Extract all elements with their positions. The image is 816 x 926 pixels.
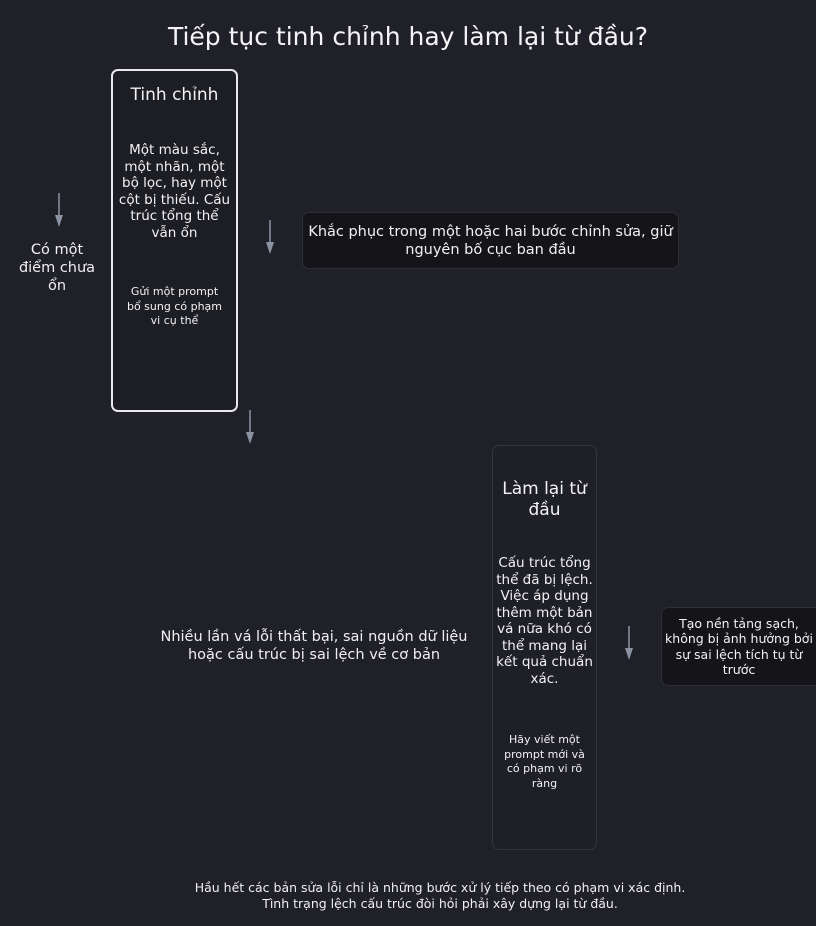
diagram-title: Tiếp tục tinh chỉnh hay làm lại từ đầu? xyxy=(167,22,649,51)
refine-outcome-text: Khắc phục trong một hoặc hai bước chỉnh … xyxy=(308,223,673,258)
refine-card-description: Một màu sắc, một nhãn, một bộ lọc, hay m… xyxy=(118,142,231,241)
arrow-down-icon xyxy=(55,193,63,227)
restart-outcome-text: Tạo nền tảng sạch, không bị ảnh hưởng bở… xyxy=(665,615,813,678)
refine-outcome: Khắc phục trong một hoặc hai bước chỉnh … xyxy=(302,212,679,269)
footer-line-1: Hầu hết các bản sửa lỗi chỉ là những bướ… xyxy=(194,880,686,895)
refine-card-action: Gửi một prompt bổ sung có phạm vi cụ thể xyxy=(126,285,223,327)
restart-card-title: Làm lại từ đầu xyxy=(502,479,587,520)
refine-condition: Có một điểm chưa ổn xyxy=(18,242,96,294)
restart-condition: Nhiều lần vá lỗi thất bại, sai nguồn dữ … xyxy=(160,629,468,663)
restart-card: Làm lại từ đầu Cấu trúc tổng thể đã bị l… xyxy=(492,445,597,850)
arrow-down-icon xyxy=(266,220,274,254)
footer-note: Hầu hết các bản sửa lỗi chỉ là những bướ… xyxy=(0,880,816,912)
refine-card: Tinh chỉnh Một màu sắc, một nhãn, một bộ… xyxy=(111,69,238,412)
arrow-down-icon xyxy=(625,626,633,660)
arrow-down-icon xyxy=(246,410,254,444)
restart-card-action: Hãy viết một prompt mới và có phạm vi rõ… xyxy=(504,733,585,790)
restart-card-description: Cấu trúc tổng thể đã bị lệch. Việc áp dụ… xyxy=(496,555,593,687)
refine-card-title: Tinh chỉnh xyxy=(130,85,219,105)
restart-outcome: Tạo nền tảng sạch, không bị ảnh hưởng bở… xyxy=(661,607,816,686)
footer-line-2: Tình trạng lệch cấu trúc đòi hỏi phải xâ… xyxy=(262,896,618,911)
